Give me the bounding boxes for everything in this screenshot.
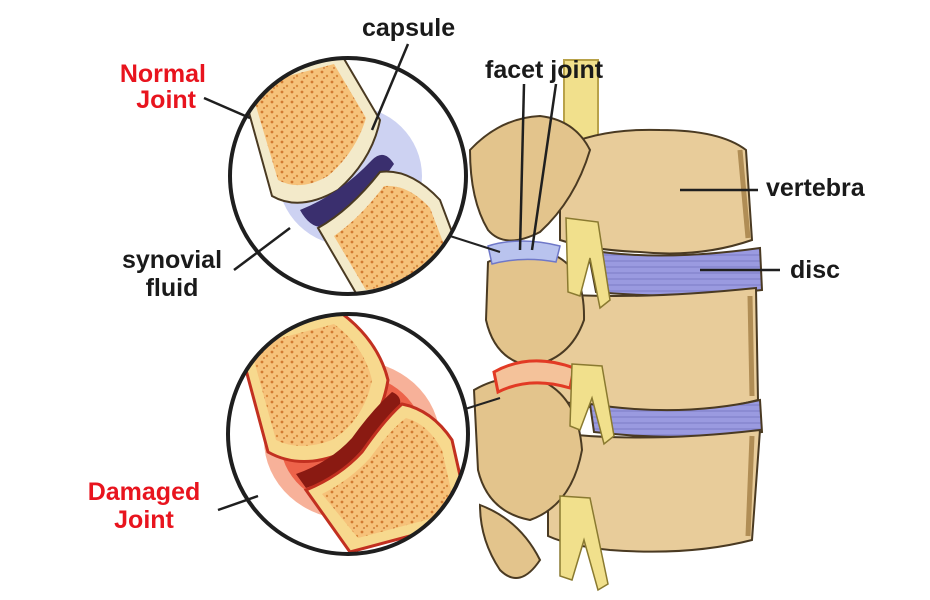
- damaged-upper-bone: [236, 314, 390, 464]
- disc-lower: [588, 398, 764, 438]
- normal-joint-magnifier: [228, 56, 501, 296]
- normal-upper-bone: [238, 58, 382, 204]
- nerve-root-upper: [565, 217, 611, 310]
- spinous-process-lower: [478, 503, 542, 579]
- disc-upper: [586, 246, 764, 297]
- damaged-joint-crack: [296, 392, 401, 488]
- nerve-root-middle: [569, 363, 615, 446]
- disc-label: disc: [790, 256, 841, 284]
- damaged-joint-magnifier: [226, 312, 501, 556]
- leader-capsule: [370, 43, 410, 131]
- nerve-root-lower: [559, 495, 609, 592]
- leader-facet-joint-a: [518, 83, 526, 251]
- damaged-joint-label-line1: Damaged: [87, 478, 201, 506]
- damaged-joint-label-line2: Joint: [114, 506, 174, 534]
- synovial-fluid-label-line2: fluid: [145, 274, 199, 302]
- posterior-element-upper: [468, 114, 592, 242]
- normal-joint-label-line2: Joint: [136, 86, 196, 114]
- leader-normal-joint: [203, 96, 251, 120]
- leader-facet-joint-b: [530, 83, 558, 251]
- leader-lines: [203, 43, 780, 512]
- vertebra-label: vertebra: [766, 174, 865, 202]
- leader-synovial-fluid: [233, 227, 291, 271]
- facet-joint-normal: [487, 240, 561, 265]
- facet-joint-label: facet joint: [485, 56, 604, 84]
- damaged-lower-bone: [303, 402, 468, 554]
- synovial-fluid-label-line1: synovial: [121, 246, 223, 274]
- leader-damaged-joint: [217, 494, 259, 512]
- vertebra-upper: [559, 128, 754, 255]
- normal-joint-space: [300, 154, 394, 228]
- normal-joint-label-line1: Normal: [119, 60, 206, 88]
- capsule-label: capsule: [362, 14, 456, 42]
- spine-illustration: [468, 59, 764, 592]
